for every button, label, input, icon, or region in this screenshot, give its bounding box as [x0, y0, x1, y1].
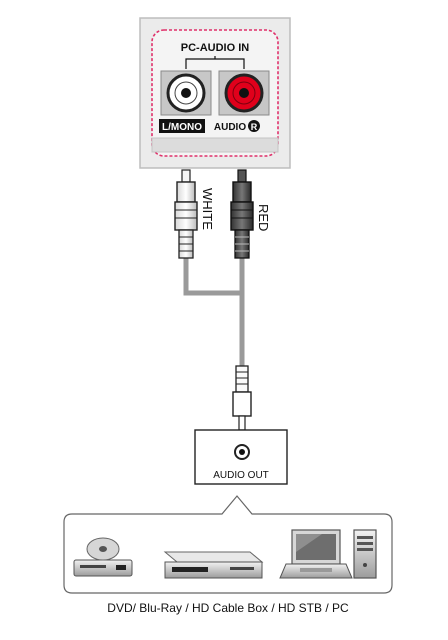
mini-jack-plug[interactable]: [232, 365, 252, 431]
l-mono-label: L/MONO: [162, 122, 202, 133]
pc-audio-in-label: PC-AUDIO IN: [181, 42, 250, 54]
l-mono-label-bg: [159, 119, 205, 133]
red-plug-label: RED: [256, 204, 271, 231]
r-badge-circle: [248, 120, 260, 132]
white-audio-jack[interactable]: [160, 70, 212, 116]
laptop-icon: [279, 529, 353, 579]
dvd-player-icon: [73, 537, 133, 577]
white-cable-wire: [183, 258, 242, 296]
white-rca-plug[interactable]: [174, 169, 198, 259]
devices-caption: DVD/ Blu-Ray / HD Cable Box / HD STB / P…: [107, 601, 349, 615]
tv-audio-panel: PC-AUDIO IN L/MONO AUDIO R: [139, 17, 291, 169]
audio-r-label: AUDIO: [214, 122, 246, 133]
white-plug-label: WHITE: [200, 188, 215, 230]
blu-ray-player-icon: [163, 551, 264, 579]
red-audio-jack[interactable]: [218, 70, 270, 116]
red-rca-plug[interactable]: [230, 169, 254, 259]
audio-out-label: AUDIO OUT: [213, 470, 269, 481]
pc-tower-icon: [353, 529, 377, 579]
r-badge-letter: R: [251, 122, 258, 132]
source-audio-out-box: AUDIO OUT: [194, 429, 288, 485]
audio-cable: [183, 258, 245, 366]
